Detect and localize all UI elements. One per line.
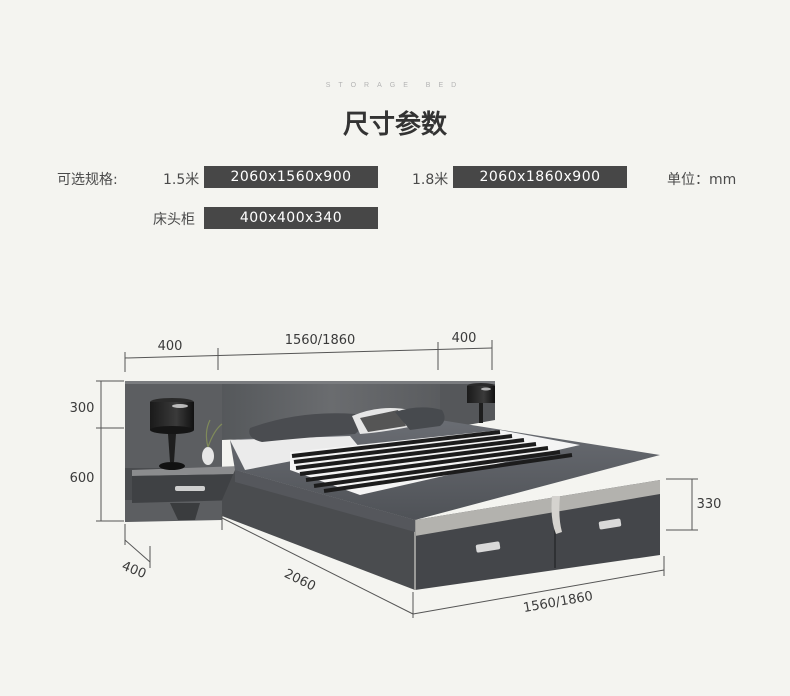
left-lamp [150, 398, 194, 470]
bedding [230, 430, 580, 495]
size-b-value: 2060x1860x900 [453, 166, 627, 188]
size-b-label: 1.8米 [412, 172, 449, 188]
pillows [249, 407, 445, 442]
vase-decor [202, 419, 223, 465]
left-nightstand [125, 466, 240, 520]
nightstand-value: 400x400x340 [204, 207, 378, 229]
bed-base [222, 470, 660, 590]
nightstand-label: 床头柜 [153, 212, 195, 228]
spec-label: 可选规格: [57, 172, 118, 188]
dimension-lines [96, 340, 698, 618]
dim-lower-height: 600 [70, 471, 95, 486]
eyebrow-text: STORAGE BED [325, 82, 465, 89]
dim-upper-height: 300 [70, 401, 95, 416]
dim-side-depth: 400 [119, 559, 148, 582]
unit-label: 单位：mm [667, 172, 737, 188]
size-a-value: 2060x1560x900 [204, 166, 378, 188]
size-a-label: 1.5米 [163, 172, 200, 188]
dim-right-width: 400 [452, 331, 477, 346]
dim-base-height: 330 [697, 497, 722, 512]
dim-bed-width: 1560/1860 [285, 333, 356, 348]
dim-left-width: 400 [158, 339, 183, 354]
dim-bed-length: 2060 [282, 566, 318, 594]
right-lamp [467, 383, 495, 423]
page-title: 尺寸参数 [342, 110, 447, 140]
